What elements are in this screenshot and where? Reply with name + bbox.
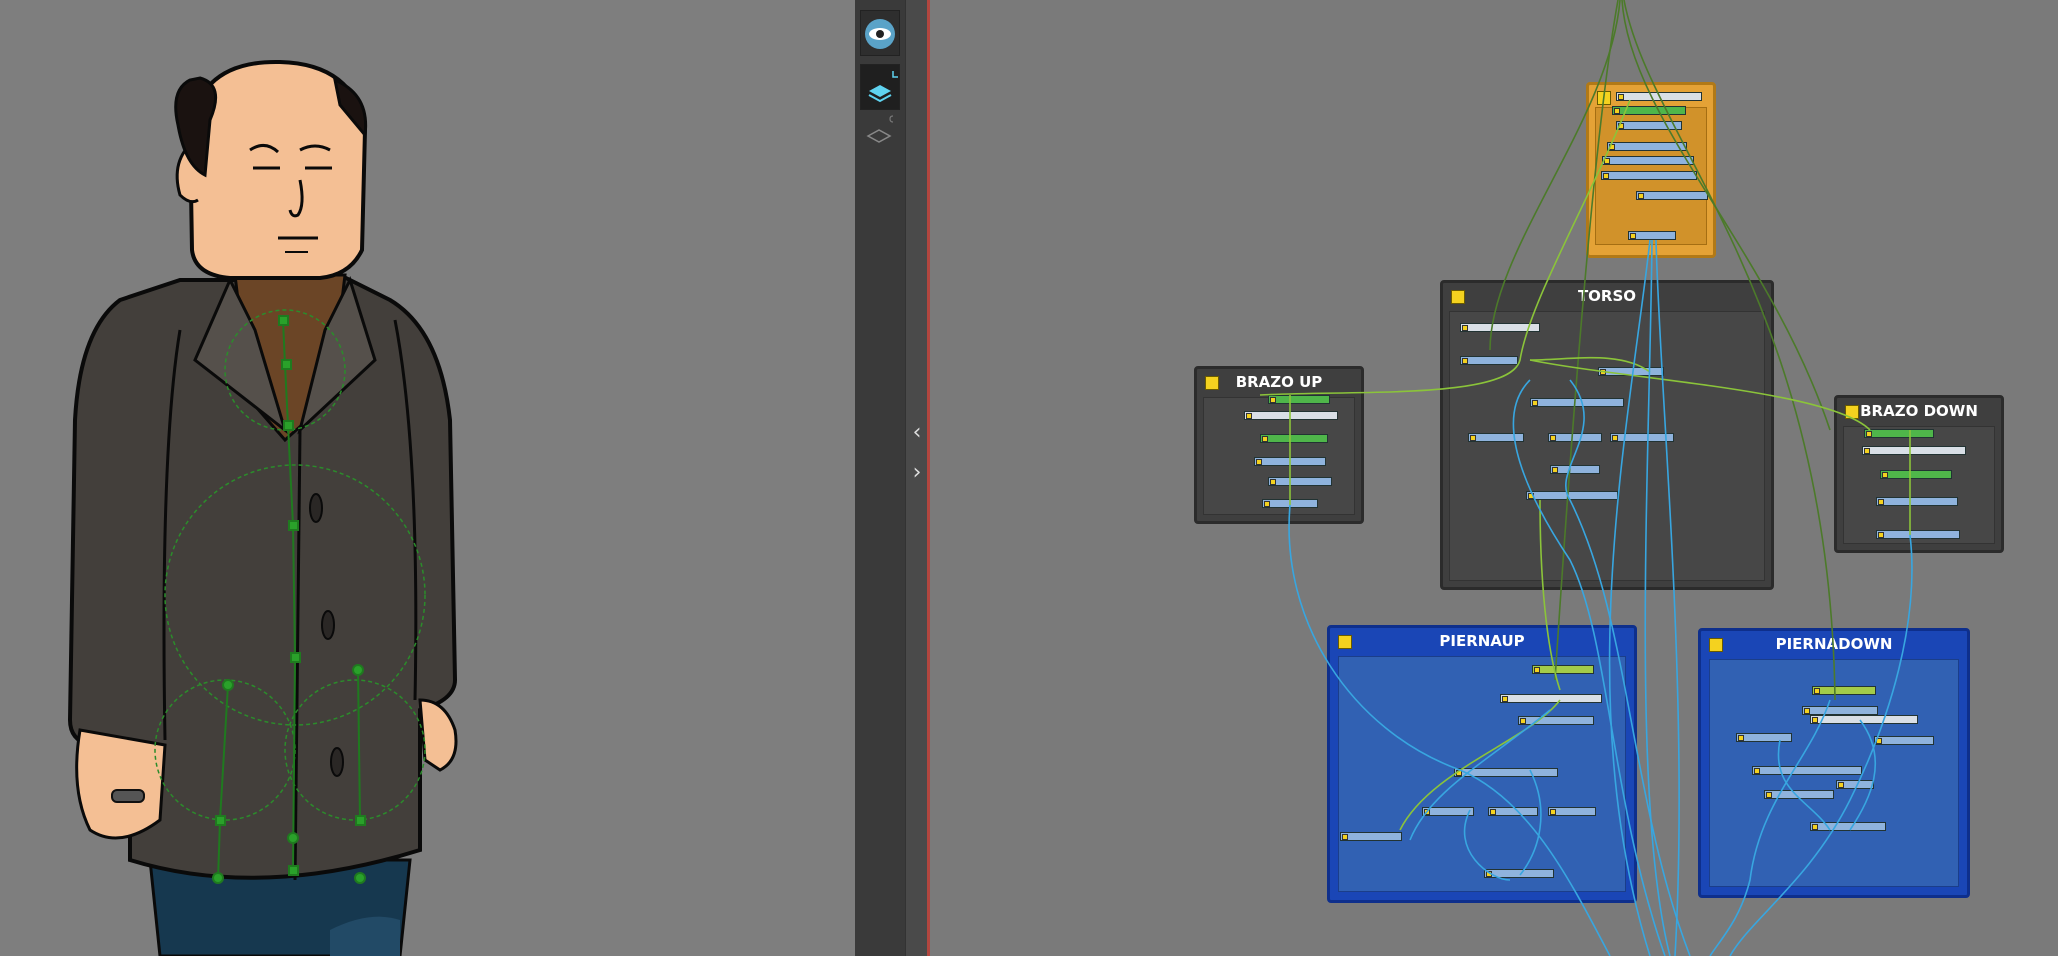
module-node[interactable] <box>1628 231 1676 240</box>
character-drawing <box>67 59 458 956</box>
module-node[interactable] <box>1468 433 1524 442</box>
eye-icon <box>865 19 895 49</box>
module-node[interactable] <box>1752 766 1862 775</box>
group-title: TORSO <box>1577 287 1637 305</box>
module-node[interactable] <box>1268 477 1332 486</box>
module-node[interactable] <box>1260 434 1328 443</box>
layer-icon <box>868 71 898 103</box>
panel-splitter[interactable]: ‹ › <box>905 0 927 956</box>
module-node[interactable] <box>1548 433 1602 442</box>
group-enable-checkbox[interactable] <box>1205 376 1219 390</box>
toolbar-button-eye[interactable] <box>860 10 900 56</box>
collapse-left-button[interactable]: ‹ <box>908 418 926 448</box>
group-enable-checkbox[interactable] <box>1338 635 1352 649</box>
module-node[interactable] <box>1530 398 1624 407</box>
group-enable-checkbox[interactable] <box>1451 290 1465 304</box>
chevron-right-icon: › <box>912 460 922 485</box>
module-node[interactable] <box>1880 470 1952 479</box>
module-node[interactable] <box>1607 142 1687 151</box>
module-node[interactable] <box>1550 465 1600 474</box>
module-node[interactable] <box>1862 446 1966 455</box>
module-node[interactable] <box>1810 822 1886 831</box>
node-view[interactable]: TORSO BRAZO UP BRAZO DOWN PIERNAUP PIERN… <box>930 0 2058 956</box>
module-node[interactable] <box>1460 356 1518 365</box>
toolbar-button-layer[interactable] <box>860 64 900 110</box>
module-node[interactable] <box>1602 156 1694 165</box>
layer-outline-icon <box>866 115 894 143</box>
collapse-right-button[interactable]: › <box>908 458 926 488</box>
module-node[interactable] <box>1268 395 1330 404</box>
group-content <box>1843 426 1995 544</box>
group-title: PIERNAUP <box>1439 632 1525 650</box>
module-node[interactable] <box>1340 832 1402 841</box>
module-node[interactable] <box>1736 733 1792 742</box>
module-node[interactable] <box>1876 530 1960 539</box>
module-node[interactable] <box>1484 869 1554 878</box>
module-node[interactable] <box>1802 706 1878 715</box>
toolbar-button-layer-outline[interactable] <box>860 114 900 160</box>
camera-viewport[interactable] <box>0 0 855 956</box>
connection-wires <box>1259 0 1913 956</box>
group-title: BRAZO UP <box>1235 373 1323 391</box>
module-node[interactable] <box>1532 665 1594 674</box>
group-brazo-up[interactable]: BRAZO UP <box>1194 366 1364 524</box>
module-node[interactable] <box>1548 807 1596 816</box>
module-node[interactable] <box>1812 686 1876 695</box>
group-title: PIERNADOWN <box>1775 635 1893 653</box>
module-node[interactable] <box>1500 694 1602 703</box>
group-title: BRAZO DOWN <box>1860 402 1978 420</box>
module-node[interactable] <box>1460 323 1540 332</box>
group-enable-checkbox[interactable] <box>1709 638 1723 652</box>
module-node[interactable] <box>1876 497 1958 506</box>
module-node[interactable] <box>1612 106 1686 115</box>
module-node[interactable] <box>1864 429 1934 438</box>
view-toolbar <box>855 0 905 956</box>
active-divider <box>927 0 930 956</box>
module-node[interactable] <box>1518 716 1594 725</box>
module-node[interactable] <box>1610 433 1674 442</box>
chevron-left-icon: ‹ <box>912 420 922 445</box>
module-node[interactable] <box>1810 715 1918 724</box>
module-node[interactable] <box>1244 411 1338 420</box>
